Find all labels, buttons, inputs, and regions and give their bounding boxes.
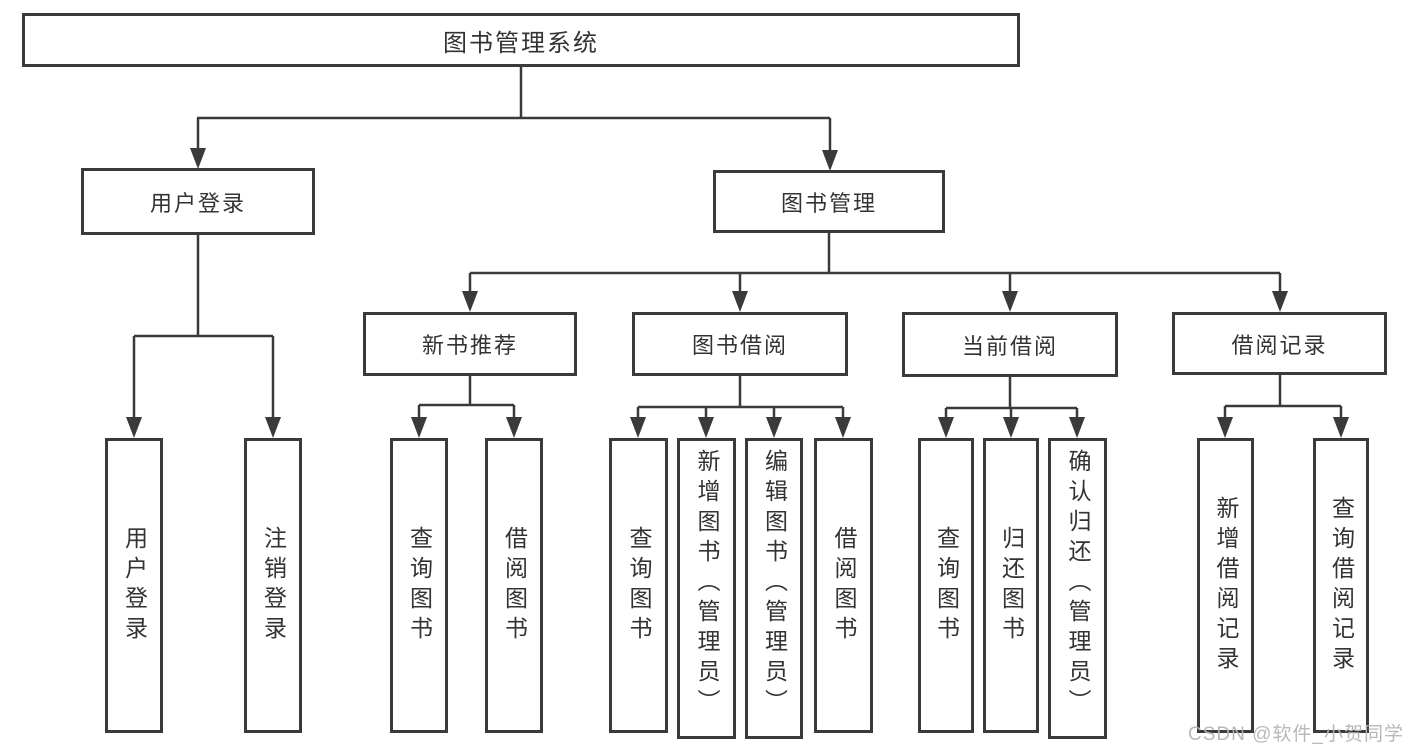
arrowhead	[766, 417, 782, 438]
connector-current-borrow-children	[938, 377, 1085, 438]
leaf-return-book: 归还图书	[983, 438, 1039, 733]
connector-borrow-record-children	[1217, 375, 1349, 438]
leaf-query-book-current: 查询图书	[918, 438, 974, 733]
arrowhead	[1002, 291, 1018, 312]
arrowhead	[822, 150, 838, 171]
connector-book-borrow-children	[630, 376, 851, 438]
leaf-query-book-borrow: 查询图书	[609, 438, 668, 733]
leaf-logout: 注销登录	[244, 438, 302, 733]
node-user-login: 用户登录	[81, 168, 315, 235]
connector-root-to-level2	[190, 67, 838, 171]
leaf-edit-book-admin: 编辑图书（管理员）	[745, 438, 803, 739]
node-book-management: 图书管理	[713, 170, 945, 233]
connector-new-book-children	[411, 376, 522, 438]
arrowhead	[698, 417, 714, 438]
leaf-user-login: 用户登录	[105, 438, 163, 733]
leaf-confirm-return-admin: 确认归还（管理员）	[1048, 438, 1107, 739]
leaf-add-book-admin: 新增图书（管理员）	[677, 438, 736, 739]
arrowhead	[1333, 417, 1349, 438]
arrowhead	[630, 417, 646, 438]
node-book-borrow: 图书借阅	[632, 312, 848, 376]
node-current-borrow: 当前借阅	[902, 312, 1118, 377]
arrowhead	[835, 417, 851, 438]
csdn-watermark: CSDN @软件_小贺同学	[1188, 724, 1404, 745]
arrowhead	[1069, 417, 1085, 438]
arrowhead	[938, 417, 954, 438]
arrowhead	[462, 291, 478, 312]
arrowhead	[190, 148, 206, 169]
leaf-query-borrow-record: 查询借阅记录	[1313, 438, 1369, 733]
arrowhead	[1272, 291, 1288, 312]
leaf-borrow-book-recommend: 借阅图书	[485, 438, 543, 733]
node-root-system: 图书管理系统	[22, 13, 1020, 67]
arrowhead	[1003, 417, 1019, 438]
arrowhead	[732, 291, 748, 312]
leaf-borrow-book: 借阅图书	[814, 438, 873, 733]
node-borrow-record: 借阅记录	[1172, 312, 1387, 375]
connector-book-mgmt-children	[462, 233, 1288, 312]
arrowhead	[126, 417, 142, 438]
arrowhead	[265, 417, 281, 438]
leaf-add-borrow-record: 新增借阅记录	[1197, 438, 1254, 733]
leaf-query-book-recommend: 查询图书	[390, 438, 448, 733]
node-new-book-recommend: 新书推荐	[363, 312, 577, 376]
arrowhead	[506, 417, 522, 438]
connector-user-login-children	[126, 235, 281, 438]
arrowhead	[411, 417, 427, 438]
arrowhead	[1217, 417, 1233, 438]
